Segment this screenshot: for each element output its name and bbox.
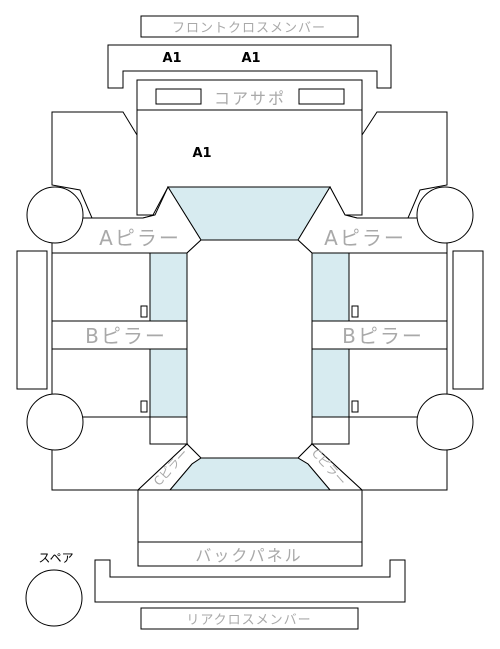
damage-mark-hood: A1	[192, 146, 211, 161]
a-pillar-right-label: Aピラー	[324, 226, 406, 250]
tire-rear-right	[416, 393, 474, 451]
a-pillar-left-label: Aピラー	[99, 226, 181, 250]
b-pillar-right-band	[311, 320, 448, 350]
spare-label: スペア	[38, 551, 73, 565]
b-pillar-left-label: Bピラー	[85, 324, 167, 348]
rear-cross-member-box	[140, 607, 359, 630]
left-front-door-handle	[140, 305, 148, 318]
right-rocker-panel	[452, 250, 484, 390]
right-front-door	[348, 252, 448, 322]
core-support-right-box	[298, 88, 345, 105]
front-cross-member-label: フロントクロスメンバー	[172, 21, 326, 36]
rear-cross-member-label: リアクロスメンバー	[186, 613, 311, 628]
tire-front-right	[416, 186, 474, 244]
core-support-left-box	[155, 88, 202, 105]
tire-rear-left	[26, 393, 84, 451]
b-pillar-right-label: Bピラー	[342, 324, 424, 348]
back-panel-label: バックパネル	[195, 546, 302, 565]
damage-mark-front-left: A1	[162, 51, 181, 66]
tire-front-left	[26, 186, 84, 244]
front-member-bracket	[107, 44, 392, 89]
right-front-door-handle	[351, 305, 359, 318]
right-rear-door-handle	[351, 400, 359, 413]
rear-window	[168, 457, 332, 491]
front-cross-member-box	[140, 15, 359, 38]
core-support-label: コアサポ	[214, 89, 286, 108]
left-front-door	[51, 252, 151, 322]
a-pillar-left	[51, 185, 202, 254]
rear-member-bracket	[94, 559, 406, 603]
left-rocker-panel	[16, 250, 48, 390]
tire-spare	[25, 569, 83, 627]
b-pillar-left-band	[51, 320, 188, 350]
trunk-lid	[137, 489, 363, 543]
a-pillar-right	[297, 185, 448, 254]
left-rear-door-handle	[140, 400, 148, 413]
back-panel	[137, 541, 363, 567]
damage-mark-front-right: A1	[241, 51, 260, 66]
roof-panel	[186, 239, 313, 459]
